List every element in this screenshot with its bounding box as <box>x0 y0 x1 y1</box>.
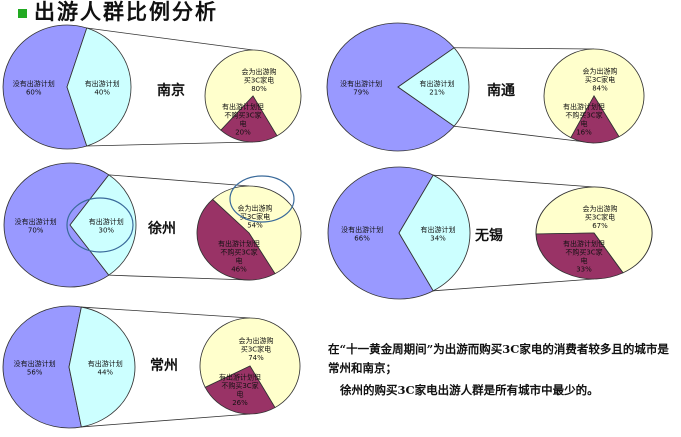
pie-group-1: 南通 <box>326 22 645 152</box>
slice-no-plan <box>3 162 110 288</box>
city-label: 南京 <box>157 82 185 99</box>
slice-buy <box>204 49 302 137</box>
connector-bottom <box>81 413 251 428</box>
slice-buy <box>199 317 301 409</box>
slice-has-plan <box>66 27 132 147</box>
highlight-ring-xuzhou-detail <box>229 175 295 223</box>
pie-group-4: 常州 <box>2 305 301 429</box>
page-title: 出游人群比例分析 <box>34 0 218 24</box>
note-1: 在“十一黄金周期间”为出游而购买3C家电的消费者较多且的城市是常州和南京； <box>328 342 669 375</box>
slice-has-plan <box>397 47 470 127</box>
slice-has-plan <box>68 306 136 428</box>
connector-top <box>81 306 251 319</box>
slice-not-buy <box>196 198 276 281</box>
slice-has-plan <box>69 174 137 276</box>
title-bullet <box>18 9 27 18</box>
slice-buy <box>535 186 653 274</box>
connector-bottom <box>433 278 595 292</box>
slice-not-buy <box>570 95 620 144</box>
slice-no-plan <box>326 22 455 152</box>
connector-bottom <box>454 125 595 144</box>
connector-bottom <box>108 274 250 281</box>
city-label: 无锡 <box>474 227 503 244</box>
city-label: 常州 <box>150 357 178 374</box>
note-2: 徐州的购买3C家电出游人群是所有城市中最少的。 <box>340 383 599 397</box>
slice-not-buy <box>535 232 624 280</box>
slice-not-buy <box>220 95 278 143</box>
pie-group-0: 南京 <box>2 24 302 150</box>
slice-no-plan <box>327 166 434 300</box>
slice-buy <box>543 48 645 139</box>
city-label: 南通 <box>487 82 515 99</box>
pie-group-2: 徐州 <box>3 162 302 288</box>
connector-top <box>108 174 250 187</box>
slice-no-plan <box>2 305 82 429</box>
highlight-ring-xuzhou-main <box>66 197 134 253</box>
connector-top <box>86 27 254 51</box>
connector-top <box>433 174 595 188</box>
city-label: 徐州 <box>147 220 176 237</box>
slice-no-plan <box>2 24 88 150</box>
slice-not-buy <box>204 365 276 415</box>
pie-group-3: 无锡 <box>327 166 653 300</box>
slice-buy <box>211 185 302 275</box>
connector-top <box>454 47 595 50</box>
slice-has-plan <box>398 174 471 292</box>
connector-bottom <box>86 141 254 147</box>
